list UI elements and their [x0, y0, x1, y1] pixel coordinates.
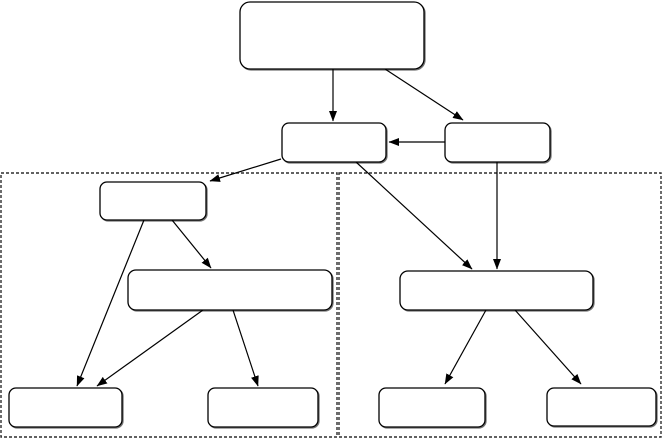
diagram-edge-top-box-to-mid-right-box: [384, 68, 464, 121]
diagram-edge-right-wide-box-to-right-bottom-box-2: [514, 309, 582, 385]
diagram-node-top-box: [239, 1, 425, 70]
diagram-node-left-bottom-box-2: [207, 387, 319, 428]
diagram-node-mid-left-box: [281, 122, 387, 163]
diagram-node-left-bottom-box-1: [8, 387, 123, 428]
diagram-edge-left-upper-box-to-left-bottom-box-1: [76, 219, 145, 387]
diagram-node-right-wide-box: [399, 270, 594, 311]
diagram-node-mid-right-box: [444, 122, 551, 163]
diagram-edge-mid-left-box-to-right-wide-box: [355, 161, 473, 270]
diagram-edge-left-wide-box-to-left-bottom-box-2: [232, 309, 259, 387]
diagram-node-right-bottom-box-2: [546, 387, 657, 427]
diagram-edge-left-upper-box-to-left-wide-box: [171, 219, 212, 269]
diagram-region-right-region: [338, 172, 662, 438]
diagram-node-left-upper-box: [99, 181, 207, 221]
diagram-node-left-wide-box: [127, 269, 333, 311]
diagram-edge-mid-left-box-to-left-upper-box: [209, 158, 282, 182]
diagram-edge-right-wide-box-to-right-bottom-box-1: [444, 309, 487, 385]
diagram-edge-left-wide-box-to-left-bottom-box-1: [96, 309, 204, 387]
diagram-region-left-region: [0, 172, 338, 438]
diagram-node-right-bottom-box-1: [378, 387, 486, 428]
